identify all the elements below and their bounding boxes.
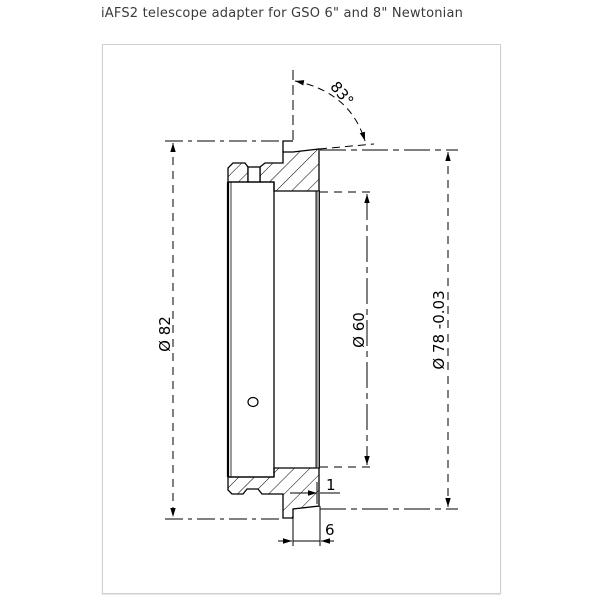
dim-outer-diameter (165, 140, 283, 520)
dim-inner-diameter (320, 191, 375, 468)
dim-flange-width (278, 506, 334, 546)
section-bottom (227, 467, 320, 519)
set-screw-hole (247, 396, 259, 408)
page-title: iAFS2 telescope adapter for GSO 6" and 8… (101, 6, 464, 21)
dim-inner-diameter-label: Ø 60 (350, 312, 368, 348)
dim-fit-diameter-label: Ø 78 -0.03 (430, 290, 448, 369)
dim-flange-width-label: 6 (325, 521, 335, 539)
dim-angle (292, 70, 375, 150)
dim-fit-diameter (320, 149, 458, 510)
dim-outer-diameter-label: Ø 82 (156, 316, 174, 352)
dim-lip-width (290, 482, 340, 504)
dim-lip-width-label: 1 (326, 476, 336, 494)
groove-top (247, 166, 261, 183)
body-walls (226, 181, 320, 478)
dim-angle-label: 83° (326, 78, 357, 110)
